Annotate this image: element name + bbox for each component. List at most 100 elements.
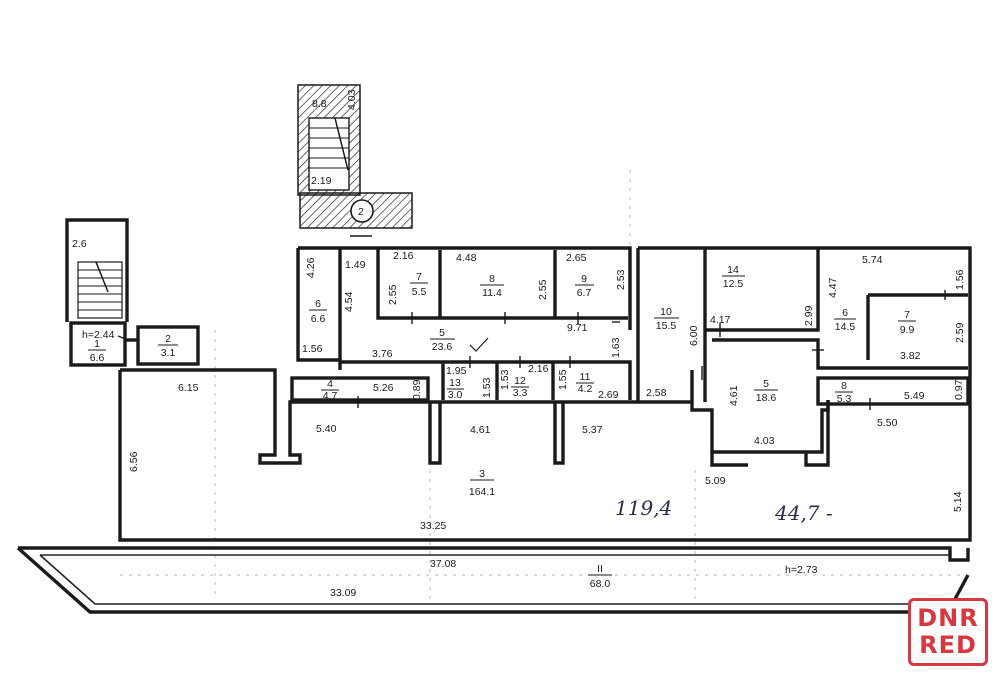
room-8-right: 8 5.3 [835,380,853,405]
dimension: 2.55 [537,279,549,300]
room-7: 7 5.5 [410,271,428,298]
dimension: 3.82 [900,350,921,362]
room-area: 14.5 [835,321,856,333]
room-l1: 1 6.6 [88,338,106,364]
room-number: 7 [416,271,422,283]
room-number: 5 [763,378,769,390]
dimension: 4.54 [343,291,355,312]
dimension: 33.09 [330,587,356,599]
room-6: 6 6.6 [309,298,327,325]
room-area: 18.6 [756,392,777,404]
room-number: 4 [327,378,333,390]
dimension: 4.61 [728,385,740,406]
room-area: 164.1 [469,486,495,498]
room-area: 3.0 [448,389,463,401]
dimension: 2.69 [598,389,619,401]
height-left: h=2.44 [82,329,115,341]
room-number: 6 [315,298,321,310]
dimension: 5.37 [582,424,603,436]
room-number: 7 [904,309,910,321]
dimension: 5.14 [952,491,964,512]
scan-marks [120,170,960,600]
logo-line-1: DNR [917,604,979,632]
dimension: 1.56 [954,269,966,290]
dimension: 2.59 [954,322,966,343]
room-area: 23.6 [432,341,453,353]
room-area: 15.5 [656,320,677,332]
room-number: 8 [841,380,847,392]
room-area: 3.3 [513,387,528,399]
room-number: 12 [514,375,526,387]
room-11: 11 4.2 [576,371,594,395]
dimension: 6.00 [688,325,700,346]
room-number: 14 [727,264,739,276]
dimension: 37.08 [430,558,456,570]
dimension: 1.55 [557,369,569,390]
stair-left-dim: 2.6 [72,238,87,250]
dimension: 5.50 [877,417,898,429]
room-area: 6.6 [311,313,326,325]
stair-area-label: 8.8 [312,98,327,110]
room-number: 13 [449,377,461,389]
room-number: 11 [580,371,591,383]
handwritten-notes: 119,4 44,7 - [469,337,833,525]
dimension: 1.53 [499,369,511,390]
room-area: 4.2 [578,383,593,395]
dimension: 3.76 [372,348,393,360]
room-6-right: 6 14.5 [834,307,856,333]
room-number: 9 [581,273,587,285]
checkmark-icon [469,337,489,352]
dimension: 9.71 [567,322,588,334]
dimension: 5.74 [862,254,883,266]
dimension: 0.89 [411,379,423,400]
dimension: 2.55 [387,284,399,305]
height-right: h=2.73 [785,564,818,576]
dimension: 4.61 [470,424,491,436]
dimension: 4.03 [754,435,775,447]
dimension: 1.49 [345,259,366,271]
room-area: 68.0 [590,578,611,590]
room-number: 8 [489,273,495,285]
dimension: 2.53 [615,269,627,290]
room-number: 6 [842,307,848,319]
room-II: II 68.0 [588,563,612,590]
room-number: 10 [660,306,672,318]
dimension: 1.95 [446,365,467,377]
room-8: 8 11.4 [480,273,504,299]
dimension: 1.56 [302,343,323,355]
room-number: 1 [94,338,100,350]
room-4: 4 4.7 [321,378,339,402]
dnr-red-logo: DNR RED [908,598,988,666]
room-5: 5 23.6 [430,327,455,353]
dimension: 4.48 [456,252,477,264]
dimension: 2.58 [646,387,667,399]
room-9: 9 6.7 [575,273,594,299]
handwritten-total-left: 119,4 [615,496,672,520]
dimension: 6.15 [178,382,199,394]
dimension: 1.63 [610,337,622,358]
room-labels: 1 6.6 2 3.1 3 164.1 4 4.7 5 23.6 6 6.6 [88,264,916,590]
dimension: 33.25 [420,520,446,532]
handwritten-total-right: 44,7 - [774,501,833,525]
room-5-right: 5 18.6 [754,378,778,404]
dimension: 1.53 [481,377,493,398]
dimension: 4.26 [305,257,317,278]
room-3: 3 164.1 [469,468,495,498]
dimension: 2.65 [566,252,587,264]
staircase-left [65,218,200,367]
room-number: 3 [479,468,485,480]
room-7-right: 7 9.9 [898,309,916,336]
dimension: 6.56 [128,451,140,472]
dimension: 2.99 [803,305,815,326]
dimension: 5.40 [316,423,337,435]
staircase-top [297,84,413,229]
door-marks [117,235,946,410]
room-number: 5 [439,327,445,339]
dimension: 2.16 [393,250,414,262]
dimension: 5.09 [705,475,726,487]
room-area: 12.5 [723,278,744,290]
room-area: 5.3 [837,393,852,405]
dimension-labels: 8.8 4.03 2.19 2 2.6 h=2.44 h=2.73 2.16 4… [72,89,966,599]
dimension: 0.97 [953,379,965,400]
